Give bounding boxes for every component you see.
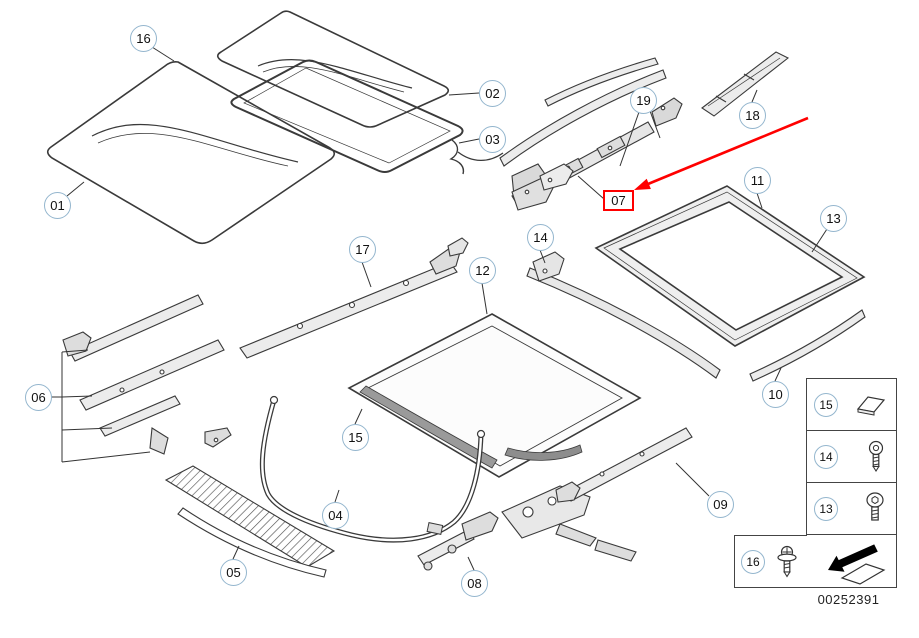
callout-label: 13 bbox=[826, 211, 841, 226]
mechanism-08 bbox=[417, 511, 499, 571]
highlighted-part-label: 07 bbox=[611, 193, 626, 208]
legend: 15 14 13 bbox=[806, 378, 897, 588]
callout-10[interactable]: 10 bbox=[762, 381, 789, 408]
callout-01[interactable]: 01 bbox=[44, 192, 71, 219]
direction-arrow-icon bbox=[827, 544, 885, 585]
cable-strip bbox=[526, 267, 721, 379]
callout-18[interactable]: 18 bbox=[739, 102, 766, 129]
callout-label: 15 bbox=[819, 397, 833, 412]
callout-04[interactable]: 04 bbox=[322, 502, 349, 529]
callout-12[interactable]: 12 bbox=[469, 257, 496, 284]
callout-label: 04 bbox=[328, 508, 343, 523]
legend-row-14: 14 bbox=[807, 431, 896, 483]
highlighted-part-07[interactable]: 07 bbox=[603, 190, 634, 211]
pad-icon bbox=[856, 395, 886, 416]
leader-lines bbox=[51, 46, 828, 571]
callout-label: 17 bbox=[355, 242, 370, 257]
callout-11[interactable]: 11 bbox=[744, 167, 771, 194]
legend-row-15: 15 bbox=[807, 379, 896, 431]
callout-02[interactable]: 02 bbox=[479, 80, 506, 107]
callout-03[interactable]: 03 bbox=[479, 126, 506, 153]
callout-label: 01 bbox=[50, 198, 65, 213]
callout-08[interactable]: 08 bbox=[461, 570, 488, 597]
callout-label: 10 bbox=[768, 387, 783, 402]
callout-label: 09 bbox=[713, 497, 728, 512]
callout-label: 18 bbox=[745, 108, 760, 123]
callout-05[interactable]: 05 bbox=[220, 559, 247, 586]
callout-14[interactable]: 14 bbox=[527, 224, 554, 251]
deflector-05 bbox=[164, 465, 336, 578]
legend-callout-13[interactable]: 13 bbox=[814, 496, 838, 521]
callout-label: 06 bbox=[31, 390, 46, 405]
pan-head-screw-icon bbox=[868, 440, 884, 472]
callout-09[interactable]: 09 bbox=[707, 491, 734, 518]
callout-13[interactable]: 13 bbox=[820, 205, 847, 232]
rail-17 bbox=[239, 237, 469, 359]
callout-label: 16 bbox=[746, 554, 760, 569]
callout-label: 12 bbox=[475, 263, 490, 278]
callout-label: 08 bbox=[467, 576, 482, 591]
callout-15[interactable]: 15 bbox=[342, 424, 369, 451]
callout-label: 02 bbox=[485, 86, 500, 101]
legend-row-direction bbox=[807, 535, 896, 587]
callout-label: 14 bbox=[533, 230, 548, 245]
glass-panel-01 bbox=[46, 61, 336, 245]
bracket-cluster-07 bbox=[511, 163, 574, 211]
legend-callout-16[interactable]: 16 bbox=[741, 549, 765, 574]
legend-row-13: 13 bbox=[807, 483, 896, 535]
bracket-14 bbox=[532, 251, 565, 282]
legend-callout-15[interactable]: 15 bbox=[814, 392, 838, 417]
callout-label: 11 bbox=[750, 173, 765, 188]
rail-09 bbox=[555, 427, 693, 503]
callout-19[interactable]: 19 bbox=[630, 87, 657, 114]
callout-label: 03 bbox=[485, 132, 500, 147]
callout-label: 14 bbox=[819, 449, 833, 464]
spring-clips bbox=[555, 523, 637, 562]
seal-03 bbox=[230, 59, 504, 175]
callout-label: 13 bbox=[819, 501, 833, 516]
callout-label: 05 bbox=[226, 565, 241, 580]
callout-17[interactable]: 17 bbox=[349, 236, 376, 263]
rails-19 bbox=[499, 57, 683, 207]
legend-cell-16: 16 bbox=[734, 535, 807, 588]
socket-bolt-icon bbox=[866, 491, 884, 521]
legend-callout-14[interactable]: 14 bbox=[814, 444, 838, 469]
rails-06 bbox=[62, 294, 232, 455]
rail-18 bbox=[701, 51, 790, 117]
pointer-arrow bbox=[634, 116, 809, 190]
callout-label: 16 bbox=[136, 31, 151, 46]
callout-label: 19 bbox=[636, 93, 651, 108]
drawing-number: 00252391 bbox=[817, 592, 880, 607]
callout-16[interactable]: 16 bbox=[130, 25, 157, 52]
callout-06[interactable]: 06 bbox=[25, 384, 52, 411]
frame-04 bbox=[259, 395, 486, 543]
callout-label: 15 bbox=[348, 430, 363, 445]
frame-12 bbox=[347, 313, 642, 478]
seal-strip-10 bbox=[749, 309, 866, 382]
flange-screw-icon bbox=[777, 545, 797, 578]
